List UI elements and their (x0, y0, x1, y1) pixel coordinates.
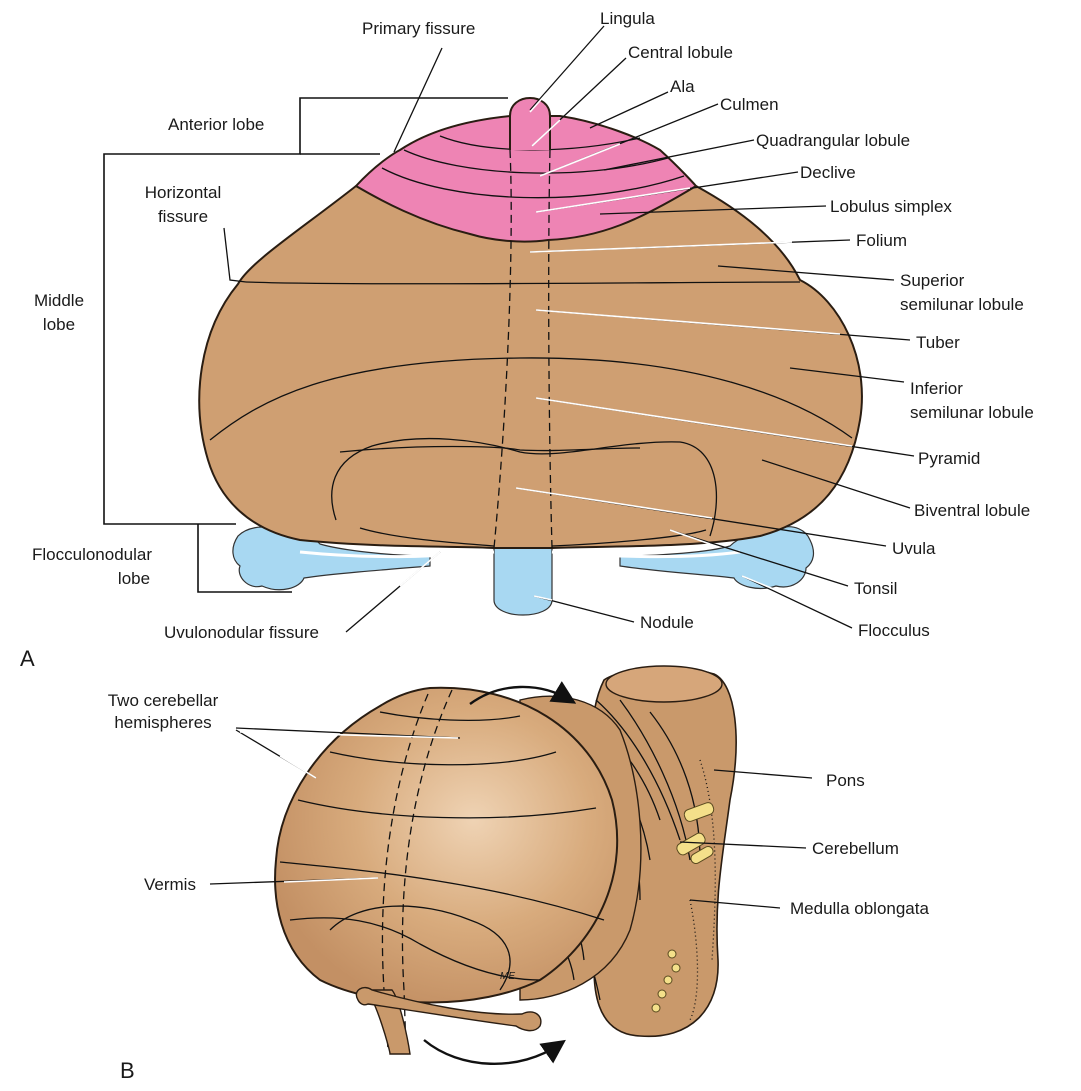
label-medulla-oblongata: Medulla oblongata (790, 898, 929, 919)
panel-b-diagram (210, 666, 812, 1064)
label-tonsil: Tonsil (854, 578, 897, 599)
label-culmen: Culmen (720, 94, 779, 115)
label-central-lobule: Central lobule (628, 42, 733, 63)
label-ala: Ala (670, 76, 695, 97)
label-biventral-lobule: Biventral lobule (914, 500, 1030, 521)
panel-label-b: B (120, 1058, 135, 1084)
label-flocculonodular-1: Flocculonodular (32, 544, 152, 565)
label-two-hemispheres-1: Two cerebellar (88, 690, 238, 711)
label-horizontal-fissure-1: Horizontal (138, 182, 228, 203)
label-flocculus: Flocculus (858, 620, 930, 641)
label-horizontal-fissure-2: fissure (138, 206, 228, 227)
label-superior-semilunar-1: Superior (900, 270, 964, 291)
panel-label-a: A (20, 646, 35, 672)
label-uvulonodular-fissure: Uvulonodular fissure (164, 622, 319, 643)
label-uvula: Uvula (892, 538, 935, 559)
label-lingula: Lingula (600, 8, 655, 29)
label-cerebellum: Cerebellum (812, 838, 899, 859)
label-quadrangular-lobule: Quadrangular lobule (756, 130, 910, 151)
label-anterior-lobe: Anterior lobe (168, 114, 264, 135)
label-pyramid: Pyramid (918, 448, 980, 469)
label-tuber: Tuber (916, 332, 960, 353)
label-middle-lobe-2: lobe (24, 314, 94, 335)
label-flocculonodular-2: lobe (94, 568, 174, 589)
label-inferior-semilunar-1: Inferior (910, 378, 963, 399)
label-vermis: Vermis (144, 874, 196, 895)
label-folium: Folium (856, 230, 907, 251)
label-pons: Pons (826, 770, 865, 791)
lingula-shape (510, 98, 550, 150)
label-inferior-semilunar-2: semilunar lobule (910, 402, 1034, 423)
label-superior-semilunar-2: semilunar lobule (900, 294, 1024, 315)
label-middle-lobe-1: Middle (24, 290, 94, 311)
nodule-shape (494, 548, 552, 615)
label-lobulus-simplex: Lobulus simplex (830, 196, 952, 217)
label-two-hemispheres-2: hemispheres (88, 712, 238, 733)
label-declive: Declive (800, 162, 856, 183)
label-nodule: Nodule (640, 612, 694, 633)
illustrator-signature: ME (500, 966, 515, 987)
label-primary-fissure: Primary fissure (362, 18, 475, 39)
